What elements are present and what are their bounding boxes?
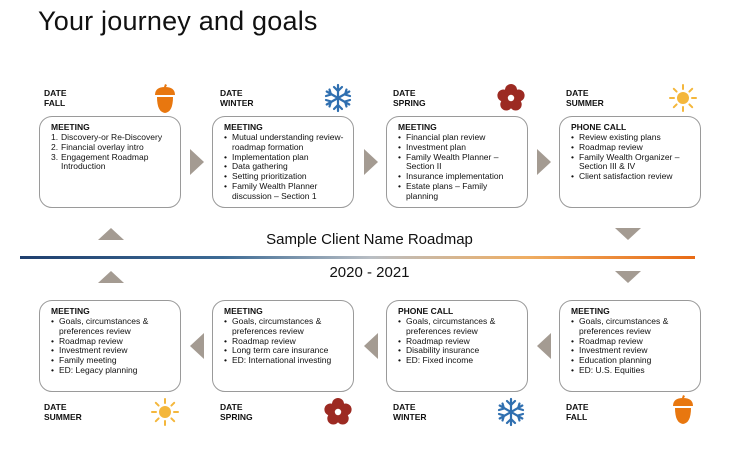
list-item: ED: Fixed income (398, 355, 521, 366)
list-item: Insurance implementation (398, 171, 521, 182)
list-item: Roadmap review (51, 336, 174, 347)
acorn-icon (155, 84, 175, 113)
list-item: ED: International investing (224, 355, 347, 366)
flower-icon (324, 398, 352, 425)
right-arrow (537, 149, 551, 175)
card-heading: MEETING (51, 306, 90, 316)
list-item: Roadmap review (224, 336, 347, 347)
list-item: Family Wealth Planner discussion – Secti… (224, 181, 347, 202)
card-heading: MEETING (571, 306, 610, 316)
list-item: Client satisfaction review (571, 171, 694, 182)
card-heading: MEETING (224, 306, 263, 316)
list-item: 2.Financial overlay intro (51, 141, 144, 152)
list-item: Goals, circumstances & preferences revie… (398, 316, 521, 337)
sun-icon (151, 398, 179, 426)
card-heading: PHONE CALL (571, 122, 627, 132)
list-item: Family Wealth Planner – Section II (398, 152, 521, 173)
right-arrow (190, 149, 204, 175)
meeting-card-fall-2021: MEETING Goals, circumstances & preferenc… (559, 300, 701, 392)
list-item: Disability insurance (398, 346, 521, 356)
list-item: Implementation plan (224, 152, 347, 163)
list-item: ED: Legacy planning (51, 365, 174, 376)
list-item: Setting prioritization (224, 171, 347, 182)
meeting-card-spring: MEETING Financial plan review Investment… (386, 116, 528, 208)
list-item: Family meeting (51, 355, 174, 366)
up-arrow (98, 271, 124, 283)
year-range: 2020 - 2021 (329, 264, 410, 281)
list-item: Estate plans – Family planning (398, 181, 521, 202)
list-item: Goals, circumstances & preferences revie… (224, 316, 347, 337)
down-arrow (615, 271, 641, 283)
list-item: Financial plan review (398, 132, 521, 143)
acorn-icon (673, 395, 693, 424)
list-item: 1.Discovery-or Re-Discovery (51, 132, 163, 142)
roadmap-name: Sample Client Name Roadmap (266, 231, 473, 248)
list-item: Roadmap review (398, 336, 521, 347)
down-arrow (615, 228, 641, 240)
left-arrow (190, 333, 204, 359)
right-arrow (364, 149, 378, 175)
flower-icon (497, 84, 525, 111)
list-item: Goals, circumstances & preferences revie… (51, 316, 174, 337)
card-heading: MEETING (224, 122, 263, 132)
meeting-card-fall: MEETING 1.Discovery-or Re-Discovery 2.Fi… (39, 116, 181, 208)
phone-call-card-summer: PHONE CALL Review existing plans Roadmap… (559, 116, 701, 208)
snowflake-icon (497, 397, 525, 427)
list-item: Roadmap review (571, 336, 694, 347)
list-item: Family Wealth Organizer – Section III & … (571, 152, 694, 173)
list-item: Goals, circumstances & preferences revie… (571, 316, 694, 337)
meeting-card-spring-2021: MEETING Goals, circumstances & preferenc… (212, 300, 354, 392)
list-item: ED: U.S. Equities (571, 365, 694, 376)
list-item: 3.Engagement Roadmap Introduction (51, 151, 149, 172)
sun-icon (669, 84, 697, 112)
card-heading: PHONE CALL (398, 306, 454, 316)
page-title: Your journey and goals (38, 6, 318, 36)
list-item: Investment plan (398, 142, 521, 153)
list-item: Review existing plans (571, 132, 694, 143)
list-item: Data gathering (224, 162, 347, 172)
up-arrow (98, 228, 124, 240)
card-heading: MEETING (398, 122, 437, 132)
timeline-bar (20, 256, 695, 259)
left-arrow (537, 333, 551, 359)
list-item: Mutual understanding review-roadmap form… (224, 132, 347, 153)
left-arrow (364, 333, 378, 359)
snowflake-icon (324, 83, 352, 113)
list-item: Education planning (571, 355, 694, 366)
list-item: Investment review (51, 346, 174, 356)
meeting-card-summer: MEETING Goals, circumstances & preferenc… (39, 300, 181, 392)
meeting-card-winter: MEETING Mutual understanding review-road… (212, 116, 354, 208)
list-item: Roadmap review (571, 142, 694, 153)
card-heading: MEETING (51, 122, 90, 132)
list-item: Investment review (571, 346, 694, 356)
phone-call-card-winter: PHONE CALL Goals, circumstances & prefer… (386, 300, 528, 392)
list-item: Long term care insurance (224, 346, 347, 356)
